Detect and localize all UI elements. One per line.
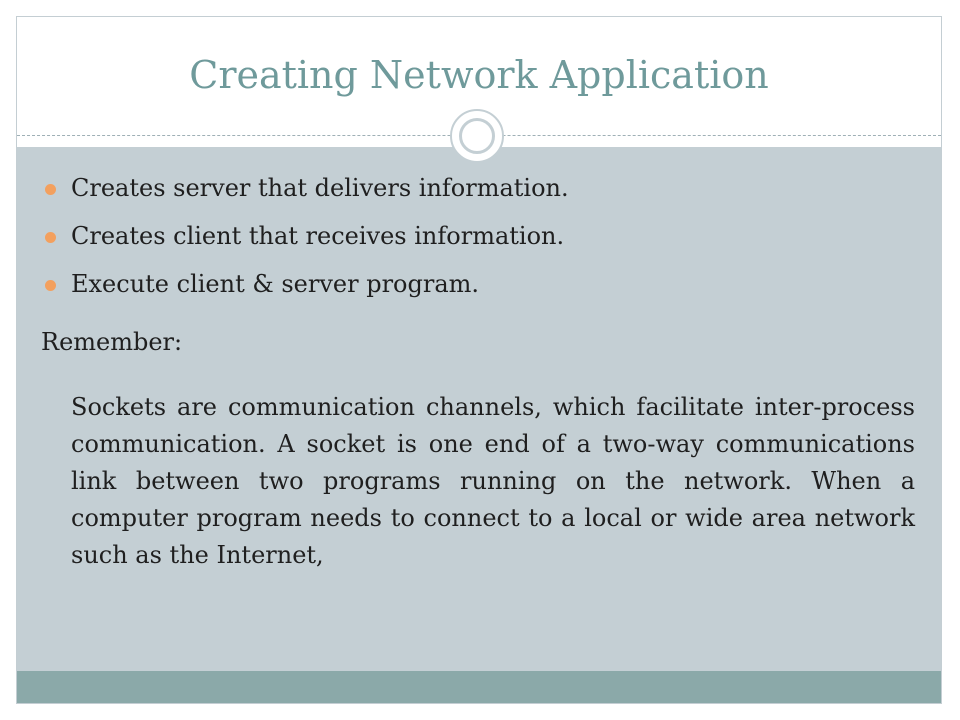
circle-ornament-icon xyxy=(450,109,504,163)
bullet-text: Execute client & server program. xyxy=(71,270,480,298)
body-paragraph: Sockets are communication channels, whic… xyxy=(71,393,915,569)
slide-title: Creating Network Application xyxy=(189,53,769,97)
inner-circle-icon xyxy=(459,118,495,154)
bullet-item: Creates client that receives information… xyxy=(45,220,931,252)
bullet-dot-icon xyxy=(45,184,56,195)
footer-bar xyxy=(17,671,941,703)
slide: Creating Network Application Creates ser… xyxy=(16,16,942,704)
content-area xyxy=(17,147,941,671)
bullet-dot-icon xyxy=(45,232,56,243)
bullet-list: Creates server that delivers information… xyxy=(45,172,931,316)
bullet-item: Execute client & server program. xyxy=(45,268,931,300)
bullet-dot-icon xyxy=(45,280,56,291)
bullet-text: Creates client that receives information… xyxy=(71,222,565,250)
remember-label: Remember: xyxy=(41,328,183,356)
bullet-item: Creates server that delivers information… xyxy=(45,172,931,204)
bullet-text: Creates server that delivers information… xyxy=(71,174,569,202)
